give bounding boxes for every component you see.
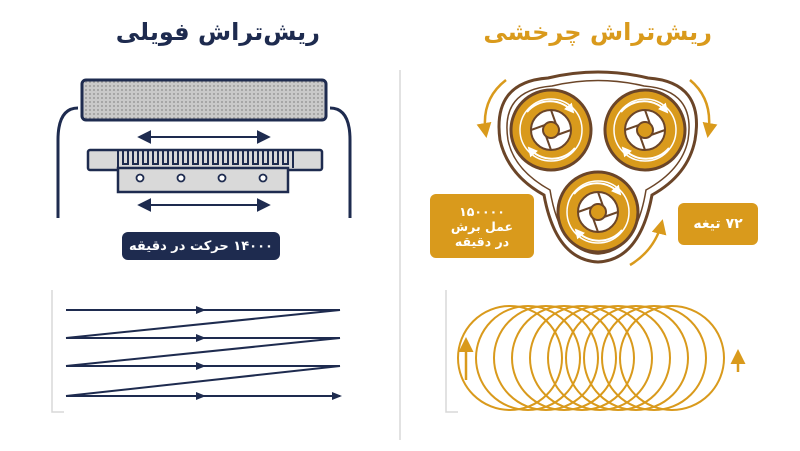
foil-rivet [135, 173, 145, 183]
rotary-shaver-diagram [476, 70, 718, 267]
foil-cutter-teeth [117, 149, 294, 168]
rotary-cut-rate-badge: ۱۵۰۰۰۰ عمل برش در دقیقه [430, 194, 534, 258]
rotary-blade-head-left [509, 88, 593, 172]
pattern-circle [493, 305, 599, 411]
rotation-arrow-left [476, 79, 507, 138]
pattern-circle [583, 305, 689, 411]
pattern-line [65, 309, 341, 339]
foil-motion-pattern [51, 290, 342, 413]
rotary-blade-head-bottom [556, 170, 640, 254]
foil-frame-right [329, 106, 352, 218]
foil-screen [80, 78, 328, 122]
foil-rivet [176, 173, 186, 183]
cut-rate-label: عمل برش [450, 218, 514, 234]
pattern-line [65, 337, 341, 367]
rotation-arrow-bottom [629, 219, 667, 267]
pattern-circle [547, 305, 653, 411]
foil-rivet [217, 173, 227, 183]
rotary-motion-pattern [445, 290, 746, 413]
cut-rate-unit: در دقیقه [454, 233, 510, 249]
rotation-arrow-right [689, 79, 718, 138]
rotary-shaver-title: ریش‌تراش چرخشی [483, 18, 712, 46]
pattern-circle [529, 305, 635, 411]
pattern-circle [601, 305, 707, 411]
pattern-circle [457, 305, 563, 411]
pattern-line [65, 365, 341, 397]
pattern-circle [619, 305, 725, 411]
foil-shaver-diagram [56, 78, 352, 218]
pattern-circle [475, 305, 581, 411]
foil-shaver-title: ریش‌تراش فویلی [115, 18, 320, 46]
blade-count-badge: ۷۲ تیغه [678, 203, 758, 245]
chart-corner-bracket [445, 290, 458, 413]
foil-frame-left [56, 106, 79, 218]
rotary-blade-head-right [603, 88, 687, 172]
pattern-circle [565, 305, 671, 411]
chart-corner-bracket [51, 290, 64, 413]
foil-rivet [258, 173, 268, 183]
foil-speed-badge: ۱۴۰۰۰ حرکت در دقیقه [122, 232, 280, 260]
pattern-circle [511, 305, 617, 411]
cut-rate-value: ۱۵۰۰۰۰ [459, 203, 505, 219]
